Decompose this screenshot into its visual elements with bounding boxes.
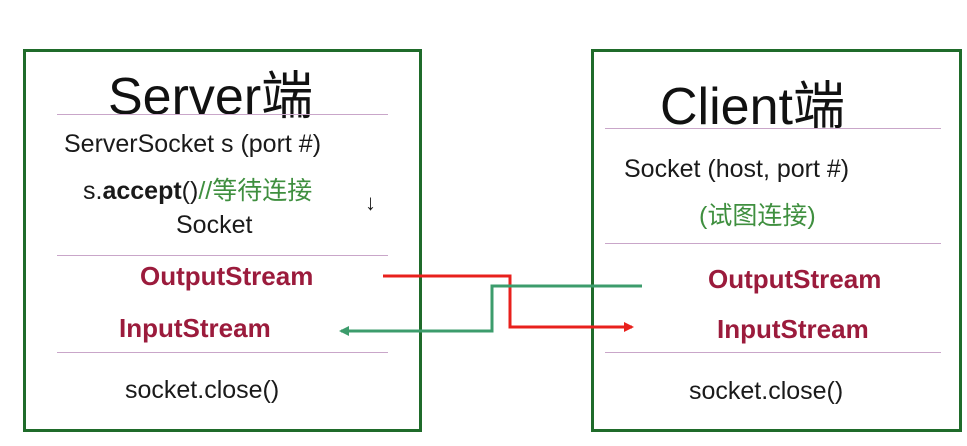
down-arrow-icon: ↓ (365, 190, 376, 215)
server-divider-close (57, 352, 388, 353)
accept-suffix: () (181, 177, 199, 205)
client-divider-streams (605, 243, 941, 244)
client-divider-title (605, 128, 941, 129)
client-output-to-server-input-arrow (339, 284, 642, 336)
client-close-text: socket.close() (689, 377, 844, 405)
server-box (23, 49, 422, 432)
server-accept-line: s.accept()//等待连接 (83, 171, 312, 207)
client-socket-text: Socket (host, port #) (624, 155, 850, 183)
server-serversocket-text: ServerSocket s (port #) (64, 130, 322, 158)
accept-comment: //等待连接 (198, 177, 313, 205)
client-try-connect: (试图连接) (699, 202, 816, 230)
server-output-to-client-input-arrow (383, 274, 634, 332)
accept-method: accept (102, 177, 182, 205)
client-input-stream: InputStream (717, 314, 869, 344)
server-divider-title (57, 114, 388, 115)
server-input-stream: InputStream (119, 313, 271, 343)
server-title: Server端 (108, 68, 314, 126)
client-divider-close (605, 352, 941, 353)
server-divider-streams (57, 255, 388, 256)
server-output-stream: OutputStream (140, 261, 314, 291)
accept-prefix: s. (83, 177, 103, 205)
client-output-stream: OutputStream (708, 264, 882, 294)
client-title: Client端 (660, 78, 845, 136)
server-close-text: socket.close() (125, 376, 280, 404)
client-box (591, 49, 962, 432)
server-socket-text: Socket (176, 211, 253, 239)
